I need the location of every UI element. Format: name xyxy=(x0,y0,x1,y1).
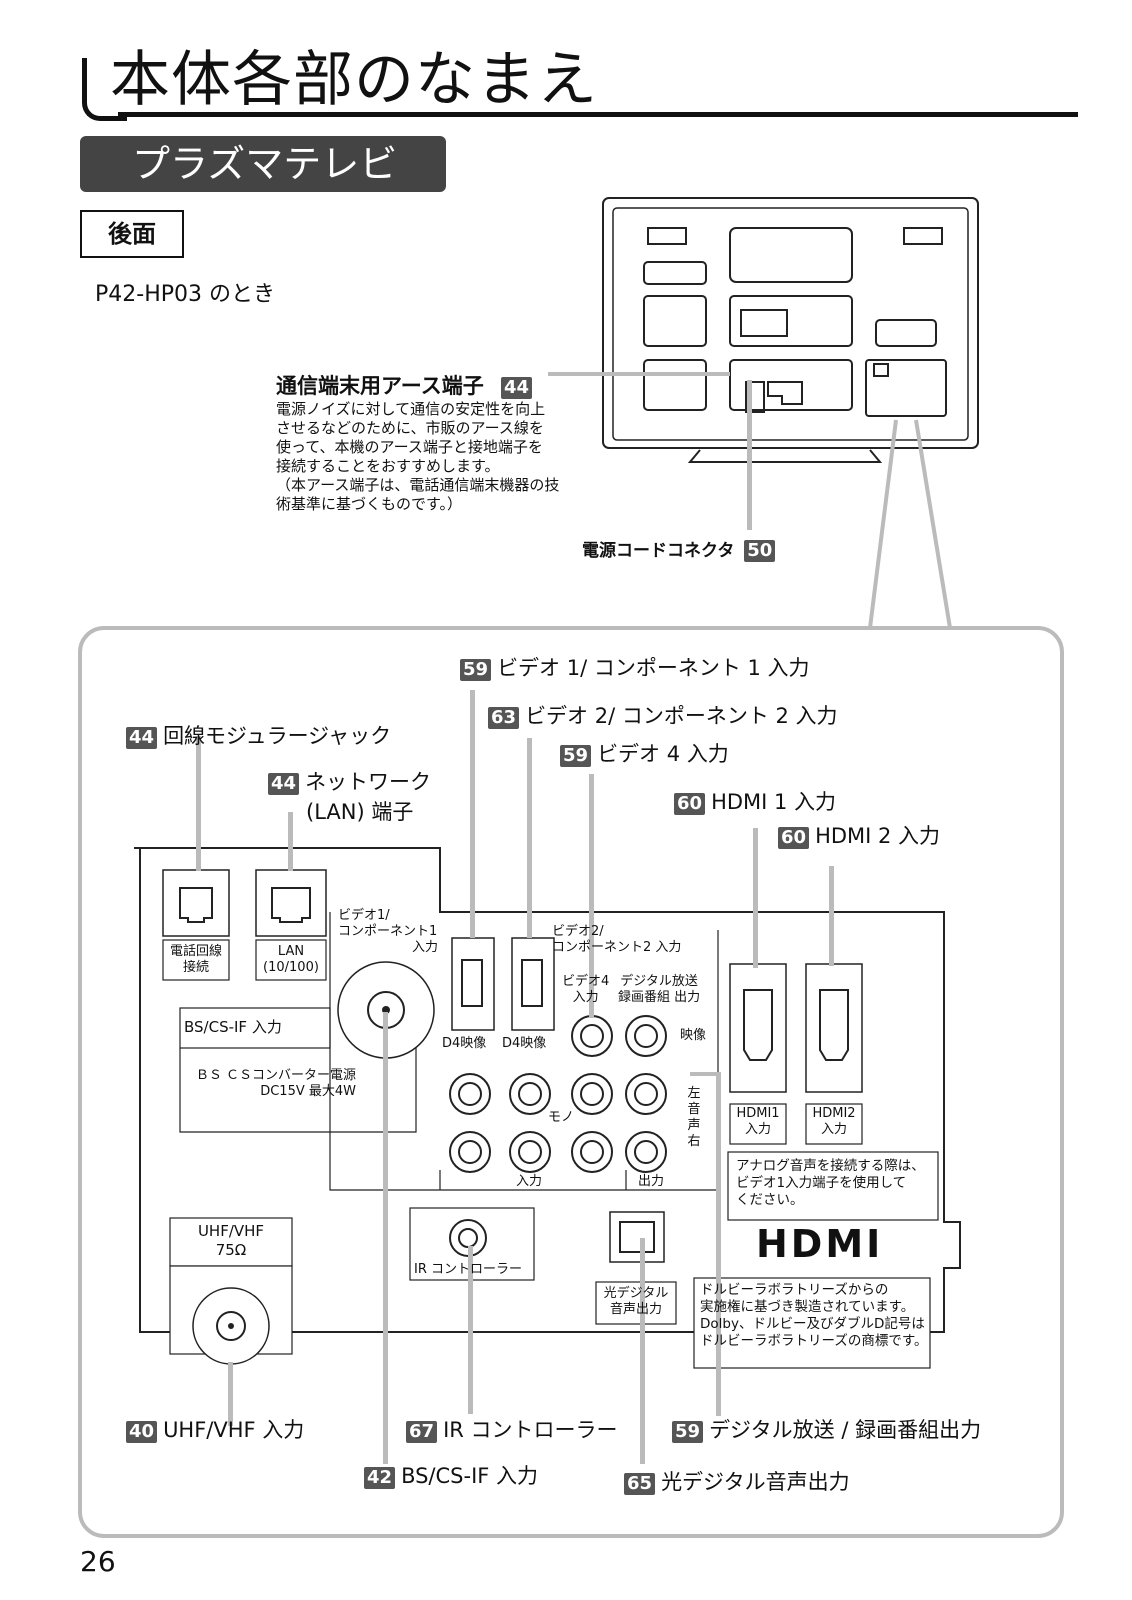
leader-hdmi1 xyxy=(753,828,758,968)
output-group-label: 出力 xyxy=(638,1174,665,1189)
mono-label: モノ xyxy=(548,1110,575,1125)
leader-digout xyxy=(716,1072,721,1416)
lan-jack xyxy=(255,869,327,937)
analog-audio-note: アナログ音声を接続する際は、ビデオ1入力端子を使用してください。 xyxy=(736,1158,925,1208)
earth-description: 電源ノイズに対して通信の安定性を向上 させるなどのために、市販のアース線を 使っ… xyxy=(276,400,560,513)
earth-heading: 通信端末用アース端子 44 xyxy=(276,370,533,400)
panel-outline xyxy=(134,847,961,1333)
optical-label: 光デジタル音声出力 xyxy=(603,1286,669,1317)
power-connector-label: 電源コードコネクタ 50 xyxy=(582,536,776,562)
d4-label-2: D4映像 xyxy=(502,1036,547,1051)
bscs-label: BS/CS-IF 入力 xyxy=(184,1018,282,1036)
dolby-note: ドルビーラボラトリーズからの実施権に基づき製造されています。Dolby、ドルビー… xyxy=(700,1282,928,1349)
earth-leader-line xyxy=(548,372,730,376)
audio-lr-label: 左音声右 xyxy=(687,1086,701,1149)
power-socket-drawing xyxy=(745,381,765,413)
d4-jack-1 xyxy=(451,937,495,1031)
title-rule xyxy=(118,112,1078,117)
leader-video2 xyxy=(527,738,532,938)
leader-video4 xyxy=(589,774,594,1018)
section-heading: プラズマテレビ xyxy=(80,136,446,192)
input-group-label: 入力 xyxy=(516,1174,543,1189)
hdmi-logo: HDMI xyxy=(756,1222,884,1266)
tv-stand xyxy=(687,449,883,463)
leader-lan xyxy=(288,812,293,871)
hdmi1-jack xyxy=(729,963,787,1093)
optical-jack xyxy=(609,1211,665,1263)
leader-bscs xyxy=(383,1012,388,1464)
video2-label: ビデオ2/コンポーネント2 入力 xyxy=(552,924,682,955)
d4-jack-2 xyxy=(511,937,555,1031)
power-leader-line xyxy=(747,380,752,530)
zoom-leader xyxy=(868,419,952,629)
eizo-label: 映像 xyxy=(680,1028,707,1043)
title-bracket xyxy=(82,58,127,121)
leader-hdmi2 xyxy=(829,866,834,966)
page-number: 26 xyxy=(80,1545,116,1578)
page-title: 本体各部のなまえ xyxy=(110,45,598,115)
tel-label: 電話回線接続 xyxy=(169,944,222,975)
leader-optical xyxy=(640,1238,645,1464)
power-ref-badge: 50 xyxy=(744,540,776,562)
modular-jack xyxy=(162,869,230,937)
tv-bracket-left xyxy=(647,227,687,245)
d4-label-1: D4映像 xyxy=(442,1036,487,1051)
earth-ref-badge: 44 xyxy=(501,377,533,399)
connector-panel-drawing xyxy=(865,359,947,417)
subsection-heading: 後面 xyxy=(80,210,184,258)
leader-uhf xyxy=(228,1362,233,1426)
tv-body xyxy=(602,197,979,449)
hdmi2-jack xyxy=(805,963,863,1093)
leader-video1 xyxy=(470,690,475,938)
leader-modular xyxy=(196,736,201,871)
ir-label: IR コントローラー xyxy=(414,1262,522,1277)
model-note: P42-HP03 のとき xyxy=(95,282,275,307)
digital-out-label: デジタル放送録画番組 出力 xyxy=(618,974,701,1005)
tv-bracket-right xyxy=(903,227,943,245)
lan-label: LAN(10/100) xyxy=(263,944,319,975)
detail-frame xyxy=(78,626,1064,1538)
rca-jacks xyxy=(449,1015,667,1173)
leader-ir xyxy=(468,1246,473,1414)
